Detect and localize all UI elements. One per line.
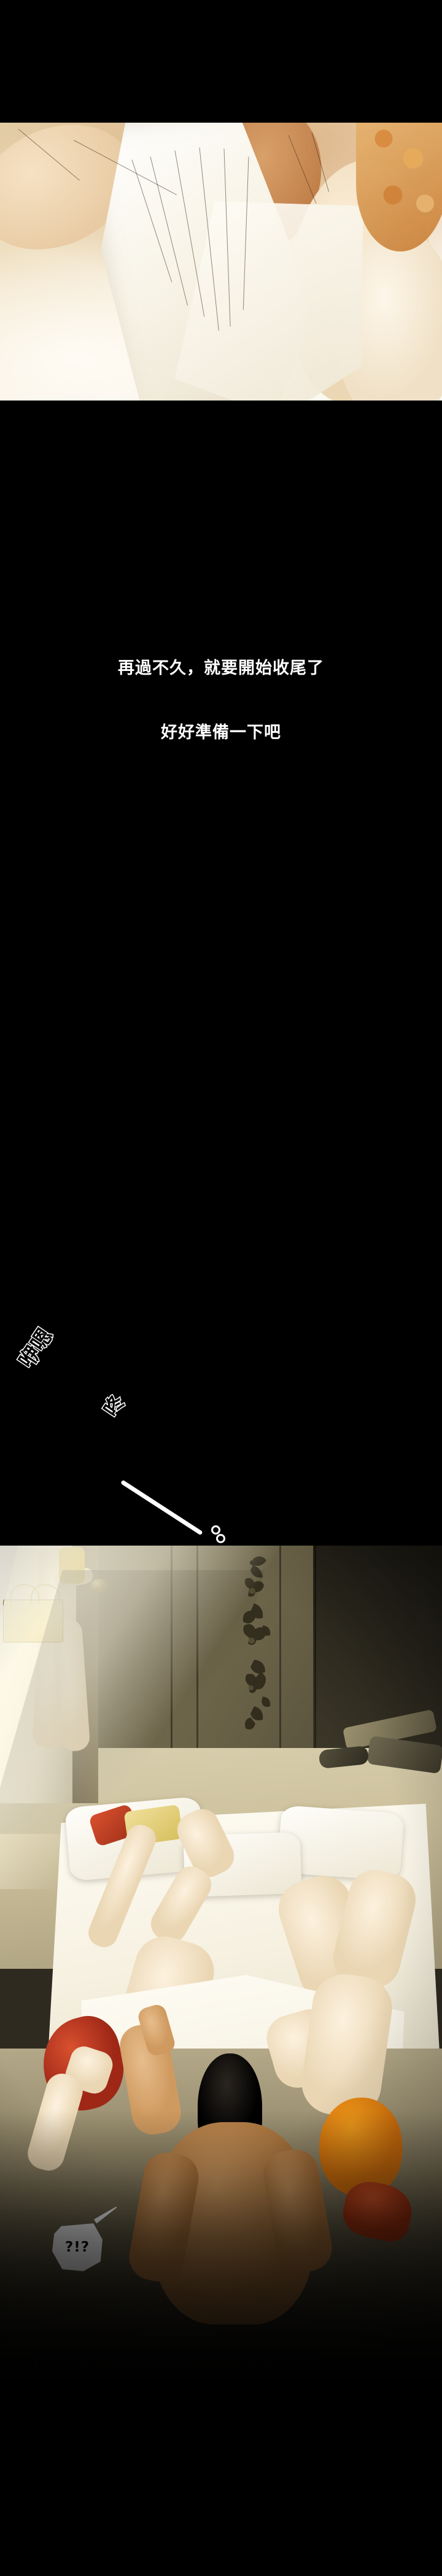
caption-block: 再過不久，就要開始收尾了 好好準備一下吧	[0, 638, 442, 741]
speech-tail-dot	[216, 1534, 225, 1543]
bottom-panel: ?!?	[0, 1546, 442, 2392]
blonde-hair-curls	[356, 123, 442, 251]
sfx-moan: 咿嗯	[14, 1324, 59, 1374]
sfx-knock: 咚	[98, 1390, 130, 1422]
top-panel	[0, 123, 442, 401]
sfx-layer: 咿嗯 咚	[0, 1319, 442, 1552]
speech-tail-dot	[211, 1525, 220, 1535]
panel-vignette	[0, 1546, 442, 2392]
caption-line-1: 再過不久，就要開始收尾了	[118, 659, 324, 678]
caption-line-2: 好好準備一下吧	[161, 723, 281, 742]
speech-tail-line	[120, 1479, 203, 1536]
